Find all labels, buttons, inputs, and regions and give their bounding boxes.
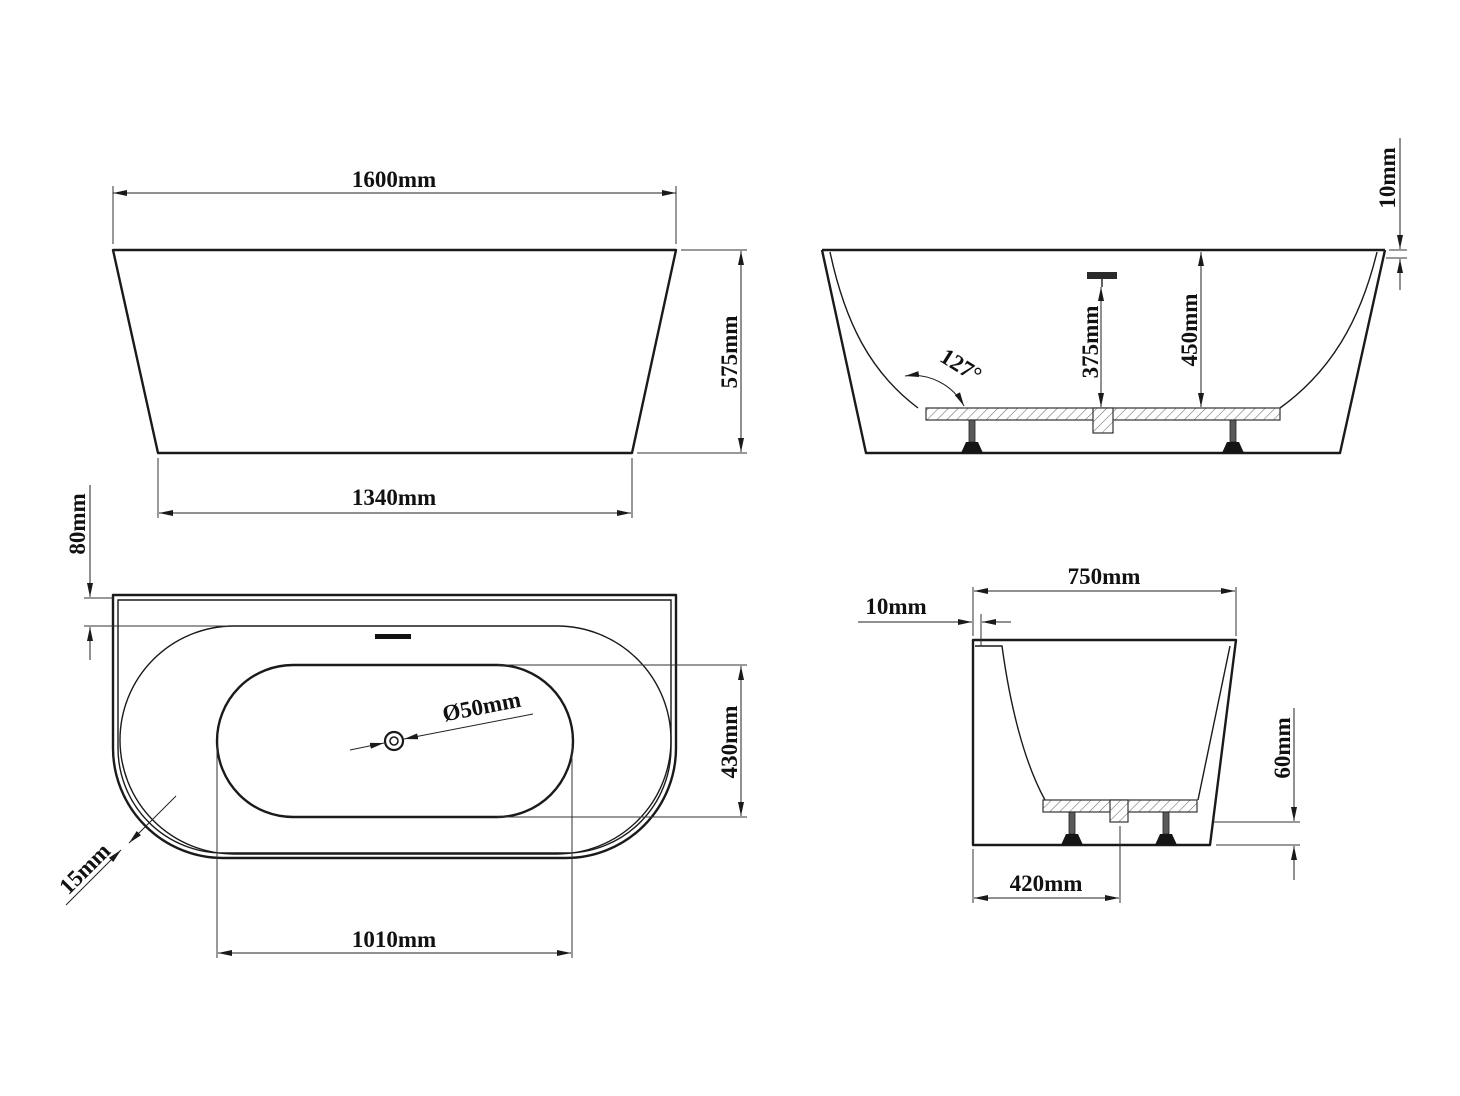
foot-stem — [968, 419, 976, 443]
foot-stem — [1162, 811, 1170, 835]
dimension-label-basin-width: 430mm — [717, 706, 742, 779]
side-section-view: 375mm 450mm 127° 10mm — [820, 138, 1407, 455]
dimension-label-base-height: 60mm — [1270, 717, 1295, 778]
dimension-label-rim-offset: 10mm — [1375, 147, 1400, 208]
dimension-leader-rim-edge — [65, 849, 122, 906]
front-view-outline — [111, 248, 678, 455]
dimension-label-overflow-height: 375mm — [1078, 306, 1103, 379]
basin-floor — [215, 663, 575, 819]
bowl-outline — [119, 625, 672, 855]
drain-center — [389, 736, 399, 746]
dimension-label-rim-thickness: 10mm — [865, 594, 926, 619]
drain-icon — [383, 730, 405, 752]
end-view-inner-wall-left — [975, 645, 1046, 801]
top-view-outer-outline — [111, 593, 678, 860]
dimension-leader-drain — [349, 742, 385, 751]
end-view-inner-wall-right — [1197, 645, 1231, 801]
side-view-outer-shell — [820, 249, 1387, 455]
foot-base — [1061, 834, 1083, 845]
dimension-leader-drain — [403, 713, 534, 740]
foot-stem — [1068, 811, 1076, 835]
dimension-label-inner-depth: 450mm — [1177, 294, 1202, 367]
end-view-outer-shell — [971, 638, 1238, 847]
top-view: Ø50mm 80mm 430mm 15mm 1010mm — [54, 485, 747, 958]
front-view: 1600mm 575mm 1340mm — [111, 167, 747, 518]
dimension-label-bottom-length: 1340mm — [352, 485, 436, 510]
side-view-inner-wall-left — [829, 251, 919, 409]
foot-base — [1155, 834, 1177, 845]
dimension-label-width: 750mm — [1068, 564, 1141, 589]
dimension-label-drain: Ø50mm — [440, 687, 523, 727]
dimension-label-height: 575mm — [717, 316, 742, 389]
foot-base — [961, 442, 983, 453]
foot-stem — [1229, 419, 1237, 443]
dimension-leader-rim-edge — [128, 795, 177, 844]
dimension-label-basin-length: 1010mm — [352, 927, 436, 952]
end-section-view: 750mm 10mm 60mm 420mm — [858, 564, 1300, 903]
dimension-label-back-rim: 80mm — [65, 493, 90, 554]
overflow-fitting — [1087, 272, 1117, 279]
dimension-label-wall-angle: 127° — [936, 343, 986, 387]
dimension-label-rim-edge: 15mm — [54, 838, 115, 899]
dimension-label-drain-offset: 420mm — [1010, 871, 1083, 896]
foot-base — [1222, 442, 1244, 453]
angle-arc — [904, 371, 965, 407]
drain-pipe — [1092, 407, 1114, 434]
side-view-inner-wall-right — [1279, 251, 1378, 409]
overflow-slot — [375, 634, 411, 639]
dimension-label-top-length: 1600mm — [352, 167, 436, 192]
drain-pipe — [1109, 799, 1129, 823]
